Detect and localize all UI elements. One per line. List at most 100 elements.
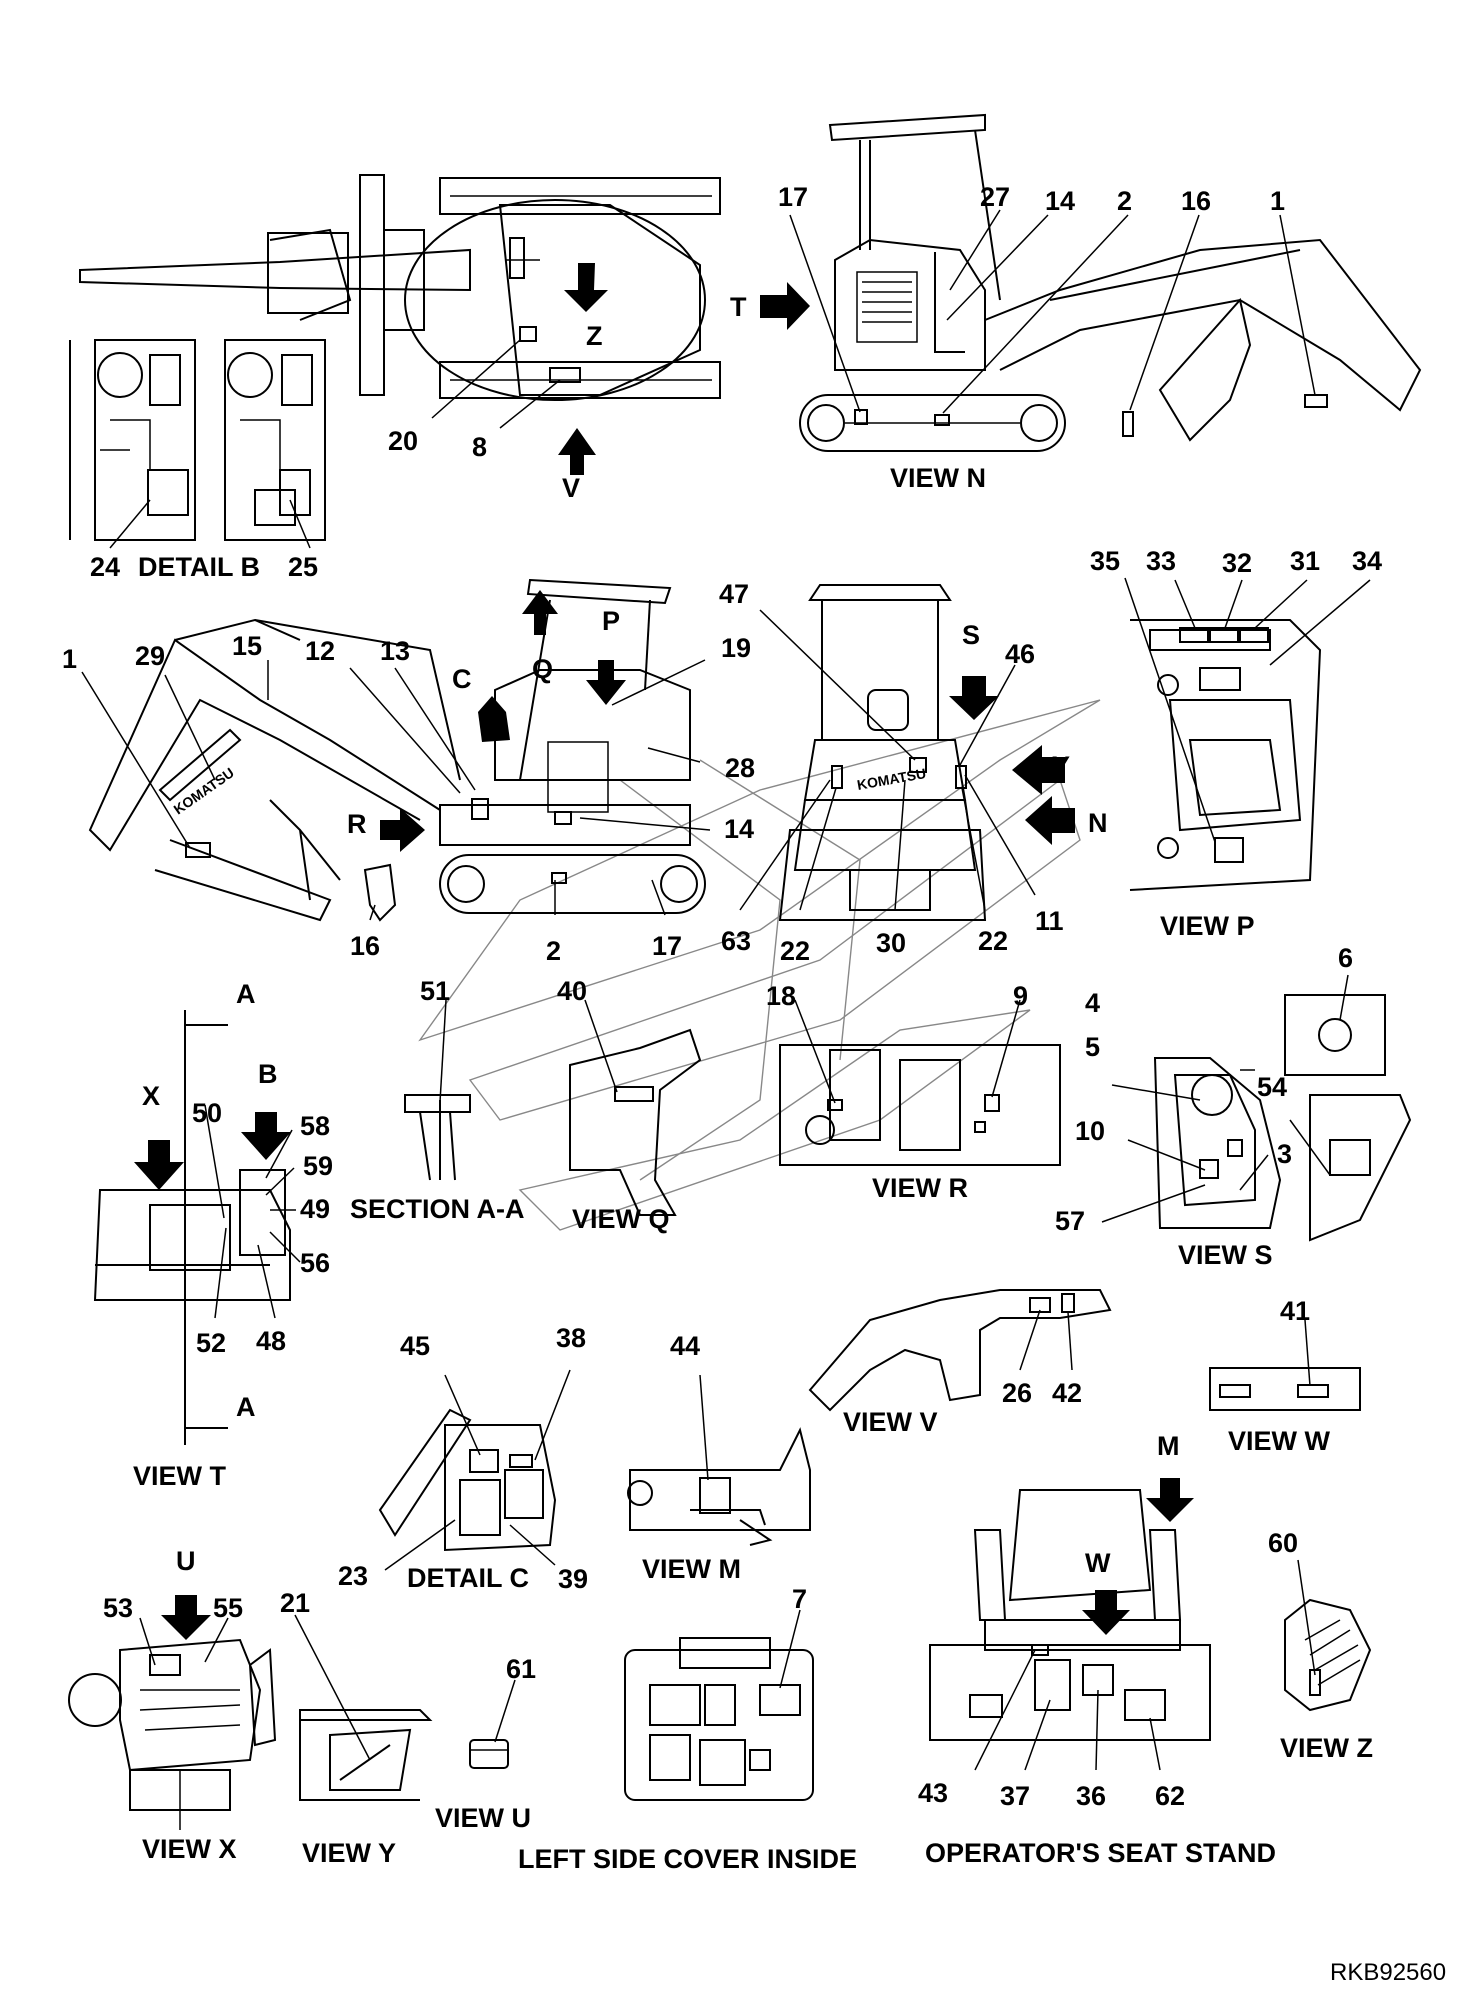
detail-c-drawing (378, 1369, 571, 1571)
label-55: 55 (213, 1593, 243, 1623)
label-2-top: 2 (1117, 186, 1132, 216)
view-t-drawing (93, 1010, 301, 1445)
label-38: 38 (556, 1323, 586, 1353)
label-60: 60 (1268, 1528, 1298, 1558)
label-35: 35 (1090, 546, 1120, 576)
label-56: 56 (300, 1248, 330, 1278)
left-side-cover-drawing (624, 1609, 814, 1801)
label-30: 30 (876, 928, 906, 958)
caption-view-z: VIEW Z (1280, 1733, 1373, 1763)
caption-view-u: VIEW U (435, 1803, 531, 1833)
label-26: 26 (1002, 1378, 1032, 1408)
arrow-label-u: U (176, 1546, 196, 1576)
label-12: 12 (305, 636, 335, 666)
label-40: 40 (557, 976, 587, 1006)
label-32: 32 (1222, 548, 1252, 578)
label-14-side: 14 (724, 814, 754, 844)
view-y-drawing (294, 1614, 433, 1801)
label-14-top: 14 (1045, 186, 1075, 216)
arrow-v-shape (558, 428, 596, 475)
label-15: 15 (232, 631, 262, 661)
arrow-b-shape (241, 1112, 291, 1160)
label-20: 20 (388, 426, 418, 456)
label-13: 13 (380, 636, 410, 666)
view-r-drawing (779, 999, 1061, 1166)
view-q-drawing (569, 999, 702, 1216)
label-58: 58 (300, 1111, 330, 1141)
arrow-c-shape (478, 696, 510, 742)
label-62: 62 (1155, 1781, 1185, 1811)
caption-view-v: VIEW V (843, 1407, 938, 1437)
arrow-label-y: Y (1052, 751, 1070, 781)
label-47: 47 (719, 579, 749, 609)
label-19: 19 (721, 633, 751, 663)
arrow-label-n: N (1088, 808, 1108, 838)
label-41: 41 (1280, 1296, 1310, 1326)
view-m-drawing (627, 1374, 811, 1546)
caption-view-w: VIEW W (1228, 1426, 1331, 1456)
label-11: 11 (1035, 906, 1064, 936)
view-s-drawing (1101, 974, 1412, 1242)
arrow-z-shape (564, 263, 608, 312)
label-43: 43 (918, 1778, 948, 1808)
label-24: 24 (90, 552, 120, 582)
label-34: 34 (1352, 546, 1382, 576)
caption-view-p: VIEW P (1160, 911, 1255, 941)
arrow-m-shape (1146, 1478, 1194, 1522)
label-49: 49 (300, 1194, 330, 1224)
arrow-n-shape (1025, 796, 1075, 845)
arrow-u-shape (161, 1595, 211, 1640)
label-46: 46 (1005, 639, 1035, 669)
caption-view-n: VIEW N (890, 463, 986, 493)
label-5: 5 (1085, 1032, 1100, 1062)
label-51: 51 (420, 976, 450, 1006)
caption-view-s: VIEW S (1178, 1240, 1273, 1270)
arrow-r-shape (380, 808, 425, 852)
rear-logo: KOMATSU (856, 765, 927, 793)
label-6: 6 (1338, 943, 1353, 973)
arrow-label-w: W (1085, 1548, 1111, 1578)
label-7: 7 (792, 1584, 807, 1614)
rear-view: KOMATSU (739, 584, 1075, 921)
arrow-up-p (522, 590, 558, 635)
label-18: 18 (766, 981, 796, 1011)
label-17-side: 17 (652, 931, 682, 961)
label-31: 31 (1290, 546, 1320, 576)
caption-view-m: VIEW M (642, 1554, 741, 1584)
arrow-label-a-bottom: A (236, 1392, 256, 1422)
caption-view-t: VIEW T (133, 1461, 227, 1491)
view-u-drawing (469, 1679, 516, 1769)
label-45: 45 (400, 1331, 430, 1361)
label-17-top: 17 (778, 182, 808, 212)
label-4: 4 (1085, 988, 1100, 1018)
drawing-code: RKB92560 (1330, 1959, 1446, 1986)
label-28: 28 (725, 753, 755, 783)
seat-stand-drawing (929, 1478, 1211, 1771)
caption-view-q: VIEW Q (572, 1204, 670, 1234)
label-27: 27 (980, 182, 1010, 212)
arrow-label-p: P (602, 606, 620, 636)
label-37: 37 (1000, 1781, 1030, 1811)
caption-detail-c: DETAIL C (407, 1563, 529, 1593)
top-plan-view (79, 174, 721, 429)
label-1-top: 1 (1270, 186, 1285, 216)
caption-view-y: VIEW Y (302, 1838, 396, 1868)
caption-section-aa: SECTION A-A (350, 1194, 525, 1224)
arrow-label-v: V (562, 473, 580, 503)
label-52: 52 (196, 1328, 226, 1358)
arrow-label-t: T (730, 292, 747, 322)
label-53: 53 (103, 1593, 133, 1623)
label-10: 10 (1075, 1116, 1105, 1146)
arrow-y-shape (1012, 745, 1065, 795)
arrow-label-b: B (258, 1059, 278, 1089)
label-9: 9 (1013, 981, 1028, 1011)
label-23: 23 (338, 1561, 368, 1591)
arrow-label-a-top: A (236, 979, 256, 1009)
caption-view-x: VIEW X (142, 1834, 237, 1864)
label-61: 61 (506, 1654, 536, 1684)
arrow-t-shape (760, 282, 810, 330)
arrow-label-z: Z (586, 321, 603, 351)
arrow-label-q: Q (532, 654, 553, 684)
